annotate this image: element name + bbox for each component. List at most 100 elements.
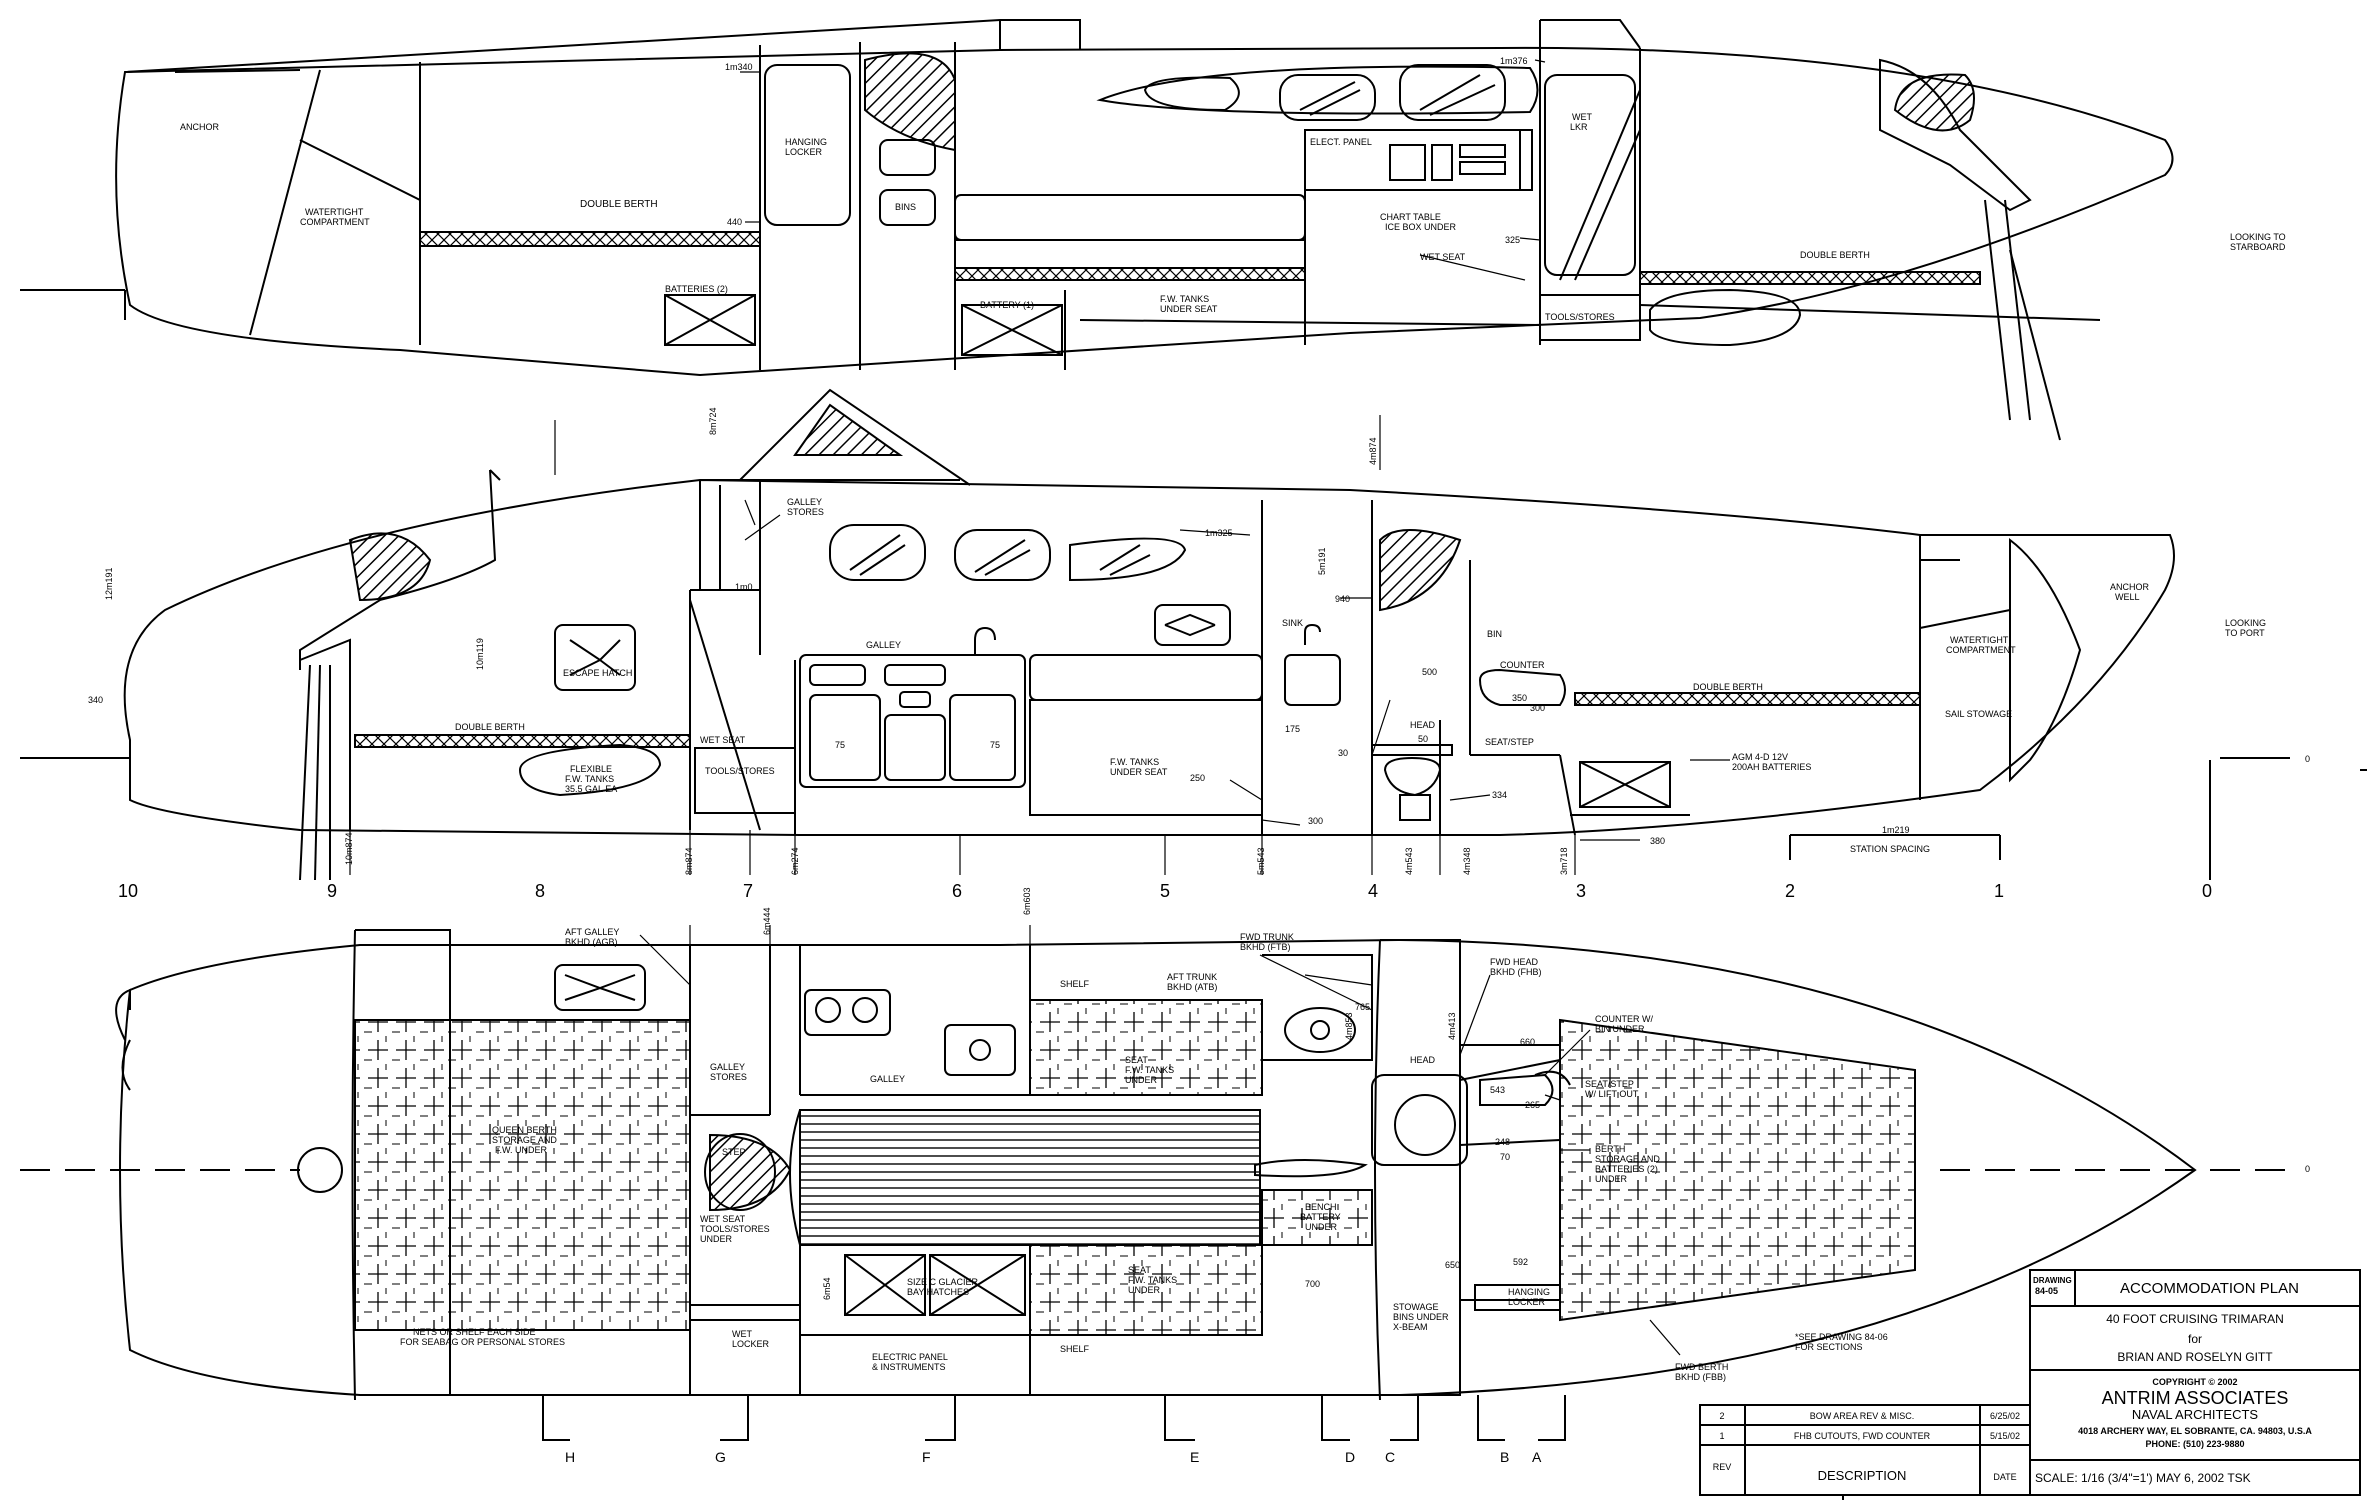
station-numbers: 10 9 8 7 6 5 4 3 2 1 0	[118, 881, 2212, 901]
dim-50: 50	[1418, 734, 1428, 744]
label-starboard: STARBOARD	[2230, 242, 2286, 252]
label-galley: GALLEY	[787, 497, 822, 507]
label-sink: SINK	[1282, 618, 1303, 628]
dim-300b: 300	[1530, 703, 1545, 713]
dim-300a: 300	[1308, 816, 1323, 826]
dim-1m376: 1m376	[1500, 56, 1528, 66]
station-4: 4	[1368, 881, 1378, 901]
dim-940: 940	[1335, 594, 1350, 604]
label-shelf-bot: SHELF	[1060, 1344, 1090, 1354]
label-looking: LOOKING	[2225, 618, 2266, 628]
profile-looking-to-starboard	[20, 19, 2174, 441]
project-line-2: for	[2188, 1332, 2202, 1346]
desc-header: DESCRIPTION	[1818, 1468, 1907, 1483]
label-galley-stores: GALLEY	[710, 1062, 745, 1072]
section-b: B	[1500, 1449, 1509, 1465]
dim-6m444: 6m444	[762, 907, 772, 935]
label-under-bot: UNDER	[1128, 1285, 1161, 1295]
label-fw-tanks: F.W. TANKS	[1160, 294, 1209, 304]
label-under-seat: UNDER SEAT	[1160, 304, 1218, 314]
station-0: 0	[2202, 881, 2212, 901]
label-head: HEAD	[1410, 1055, 1436, 1065]
label-fw-tanks-flex: F.W. TANKS	[565, 774, 614, 784]
profile-stbd-labels: ANCHOR WATERTIGHT COMPARTMENT DOUBLE BER…	[180, 56, 2286, 322]
label-counter: COUNTER	[1500, 660, 1545, 670]
label-200ah: 200AH BATTERIES	[1732, 762, 1811, 772]
dim-700: 700	[1305, 1279, 1320, 1289]
label-chart-table: CHART TABLE	[1380, 212, 1441, 222]
dim-6m274: 6m274	[790, 847, 800, 875]
label-head: HEAD	[1410, 720, 1436, 730]
date-header: DATE	[1993, 1472, 2016, 1482]
dim-4m413: 4m413	[1447, 1012, 1457, 1040]
label-under-seat: UNDER SEAT	[1110, 767, 1168, 777]
label-locker-2: LOCKER	[732, 1339, 770, 1349]
firm-address: 4018 ARCHERY WAY, EL SOBRANTE, CA. 94803…	[2078, 1426, 2312, 1436]
label-for-sections: FOR SECTIONS	[1795, 1342, 1863, 1352]
dim-30: 30	[1338, 748, 1348, 758]
drawing-number: 84-05	[2035, 1286, 2058, 1296]
dim-325: 325	[1505, 235, 1520, 245]
label-seat-step: SEAT/STEP	[1485, 737, 1534, 747]
label-bench-under: UNDER	[1305, 1222, 1338, 1232]
label-anchor: ANCHOR	[180, 122, 220, 132]
dim-0: 0	[2305, 754, 2310, 764]
section-markers	[542, 1395, 1566, 1441]
dim-650: 650	[1445, 1260, 1460, 1270]
label-hanging: HANGING	[1508, 1287, 1550, 1297]
label-fw-tanks: F.W. TANKS	[1125, 1065, 1174, 1075]
dim-1m340: 1m340	[725, 62, 753, 72]
label-watertight: WATERTIGHT	[1950, 635, 2009, 645]
label-tools-stores: TOOLS/STORES	[1545, 312, 1615, 322]
section-letters: H G F E D C B A	[565, 1449, 1542, 1465]
firm-sub: NAVAL ARCHITECTS	[2132, 1407, 2259, 1422]
dim-1m0: 1m0	[735, 582, 753, 592]
label-instruments: & INSTRUMENTS	[872, 1362, 946, 1372]
label-ice-box: ICE BOX UNDER	[1385, 222, 1457, 232]
label-seabag: FOR SEABAG OR PERSONAL STORES	[400, 1337, 565, 1347]
section-f: F	[922, 1449, 931, 1465]
label-stowage: STOWAGE	[1393, 1302, 1439, 1312]
label-double-berth-fwd: DOUBLE BERTH	[580, 199, 658, 210]
station-2: 2	[1785, 881, 1795, 901]
label-flexible: FLEXIBLE	[570, 764, 612, 774]
scale-line: SCALE: 1/16 (3/4"=1') MAY 6, 2002 TSK	[2035, 1471, 2251, 1485]
section-d: D	[1345, 1449, 1355, 1465]
station-8: 8	[535, 881, 545, 901]
title-block: DRAWING 84-05 ACCOMMODATION PLAN 40 FOOT…	[1713, 1276, 2313, 1485]
dim-500: 500	[1422, 667, 1437, 677]
station-1: 1	[1994, 881, 2004, 901]
label-battery-1: BATTERY (1)	[980, 300, 1034, 310]
section-a: A	[1532, 1449, 1542, 1465]
dim-5m543: 5m543	[1256, 847, 1266, 875]
drawing-label: DRAWING	[2033, 1276, 2072, 1285]
station-9: 9	[327, 881, 337, 901]
label-stores: STORES	[787, 507, 824, 517]
profile-looking-to-port	[20, 388, 2290, 881]
dim-75a: 75	[835, 740, 845, 750]
label-sail-stowage: SAIL STOWAGE	[1945, 709, 2012, 719]
drawing-title: ACCOMMODATION PLAN	[2120, 1280, 2299, 1297]
label-shelf-top: SHELF	[1060, 979, 1090, 989]
label-anchor: ANCHOR	[2110, 582, 2150, 592]
dim-380: 380	[1650, 836, 1665, 846]
label-fw-under: F.W. UNDER	[495, 1145, 548, 1155]
label-double-berth-fwd: DOUBLE BERTH	[1693, 682, 1763, 692]
label-elect-panel: ELECT. PANEL	[1310, 137, 1372, 147]
label-fbb: BKHD (FBB)	[1675, 1372, 1726, 1382]
section-g: G	[715, 1449, 726, 1465]
dim-4m348: 4m348	[1462, 847, 1472, 875]
label-compartment: COMPARTMENT	[1946, 645, 2016, 655]
label-fhb: BKHD (FHB)	[1490, 967, 1542, 977]
dim-6m603: 6m603	[1022, 887, 1032, 915]
label-berth: BERTH	[1595, 1144, 1625, 1154]
dim-765: 765	[1355, 1002, 1370, 1012]
dim-5m191: 5m191	[1317, 547, 1327, 575]
rev-header: REV	[1713, 1462, 1732, 1472]
dim-4m874: 4m874	[1368, 437, 1378, 465]
dim-1m219: 1m219	[1882, 825, 1910, 835]
plan-view	[20, 925, 2290, 1401]
label-tools-stores: TOOLS/STORES	[700, 1224, 770, 1234]
label-berth-under: UNDER	[1595, 1174, 1628, 1184]
